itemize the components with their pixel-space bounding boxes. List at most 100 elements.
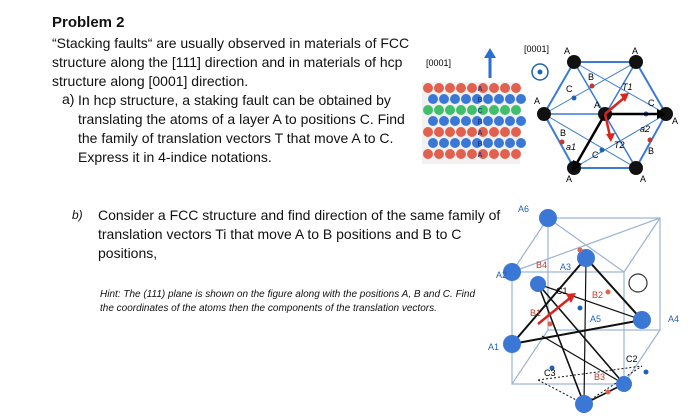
stack-atom xyxy=(456,105,466,115)
cube-label-B1: B1 xyxy=(530,308,541,318)
hint-text: Hint: The (111) plane is shown on the fi… xyxy=(100,289,476,314)
fcc-cube-figure: A6 A2 A1 A3 A4 A5 B4 B2 B1 B3 C1 C2 C3 xyxy=(488,204,679,413)
cube-atom-C xyxy=(549,365,555,371)
stack-atom xyxy=(500,149,510,159)
hex-label-A-center: A xyxy=(594,100,600,110)
stack-layer-letter: A xyxy=(477,152,482,159)
stack-atom xyxy=(428,94,438,104)
cube-atom-A xyxy=(616,376,632,392)
cube-label-B3: B3 xyxy=(594,372,605,382)
hex-label-C-bottom: C xyxy=(592,150,599,160)
stack-atom xyxy=(434,105,444,115)
stack-atom xyxy=(483,138,493,148)
stack-atom xyxy=(516,138,526,148)
stack-atom xyxy=(456,149,466,159)
hex-label-B-top: B xyxy=(588,72,594,82)
hex-label-C-right: C xyxy=(648,98,655,108)
stack-atom xyxy=(423,149,433,159)
cube-atom-A xyxy=(503,263,521,281)
hex-label-B-right: B xyxy=(648,146,654,156)
stack-atom xyxy=(489,149,499,159)
stack-atom xyxy=(467,149,477,159)
cube-atom-B xyxy=(605,389,611,395)
stack-atom xyxy=(439,94,449,104)
cube-atom-A xyxy=(575,395,593,413)
cube-label-C2: C2 xyxy=(626,354,638,364)
stack-atom xyxy=(478,83,488,93)
stack-atom xyxy=(478,105,488,115)
hex-label-C-top: C xyxy=(566,84,573,94)
cube-atom-B xyxy=(547,321,553,327)
stack-atom xyxy=(445,83,455,93)
stack-atom xyxy=(478,149,488,159)
stack-atom xyxy=(494,94,504,104)
hex-label-T2: T2 xyxy=(614,140,625,150)
cube-label-A1: A1 xyxy=(488,342,499,352)
hex-atom-C xyxy=(571,95,577,101)
hex-label-B-left: B xyxy=(560,128,566,138)
hex-label-A-top-right: A xyxy=(632,46,638,56)
hex-atom-B xyxy=(647,137,653,143)
stack-atom xyxy=(434,149,444,159)
hex-atom-A xyxy=(629,55,643,69)
out-of-plane-icon xyxy=(531,63,549,81)
stack-layer-letter: B xyxy=(477,141,482,148)
stack-layer-letter: A xyxy=(477,86,482,93)
stack-atom xyxy=(439,116,449,126)
hex-label-A-top-left: A xyxy=(564,46,570,56)
cube-label-A6: A6 xyxy=(518,204,529,214)
hex-atom-C xyxy=(599,147,605,153)
hex-label-A-bottom-right: A xyxy=(640,174,646,184)
problem-title: Problem 2 xyxy=(52,14,125,31)
stack-atom xyxy=(494,138,504,148)
hex-label-A-left: A xyxy=(534,96,540,106)
part-a-text: In hcp structure, a staking fault can be… xyxy=(78,92,405,165)
stack-atom xyxy=(511,105,521,115)
stack-atom xyxy=(500,105,510,115)
stack-atom xyxy=(450,116,460,126)
stack-atom xyxy=(505,94,515,104)
cube-atom-A xyxy=(577,249,595,267)
stack-atom xyxy=(483,94,493,104)
stack-atom xyxy=(450,94,460,104)
stack-atom xyxy=(511,127,521,137)
stack-atom xyxy=(456,127,466,137)
hex-direction-label: [0001] xyxy=(524,44,549,54)
stack-atom xyxy=(445,105,455,115)
cube-label-A5: A5 xyxy=(590,314,601,324)
hex-atom-A xyxy=(567,55,581,69)
hex-label-a1: a1 xyxy=(566,142,576,152)
cube-label-A3: A3 xyxy=(560,262,571,272)
stack-atom xyxy=(428,138,438,148)
cube-label-B2: B2 xyxy=(592,290,603,300)
stack-atom xyxy=(434,127,444,137)
stack-atom xyxy=(467,83,477,93)
cube-atom-A xyxy=(503,335,521,353)
hex-label-a2: a2 xyxy=(640,124,650,134)
stack-atom xyxy=(489,105,499,115)
empty-position-marker xyxy=(628,273,648,293)
cube-label-A4: A4 xyxy=(668,314,679,324)
cube-atom-A xyxy=(539,209,557,227)
stack-atom xyxy=(478,127,488,137)
hex-atom-A xyxy=(537,107,551,121)
stack-layer-letter: C xyxy=(477,108,482,115)
cube-atom-A xyxy=(633,311,651,329)
cube-atom-B xyxy=(605,289,611,295)
hex-atom-A xyxy=(629,161,643,175)
cube-label-C3: C3 xyxy=(544,368,556,378)
stack-atom xyxy=(500,127,510,137)
stack-atom xyxy=(472,116,482,126)
stack-atom xyxy=(483,116,493,126)
stack-atom xyxy=(445,127,455,137)
stack-atom xyxy=(461,138,471,148)
stack-atom xyxy=(439,138,449,148)
hex-label-A-right: A xyxy=(672,116,678,126)
stack-atom xyxy=(489,127,499,137)
hex-atom-B xyxy=(589,83,595,89)
stack-atom xyxy=(467,105,477,115)
stack-atom xyxy=(461,94,471,104)
stack-atom xyxy=(516,94,526,104)
cube-atom-A xyxy=(530,276,546,292)
